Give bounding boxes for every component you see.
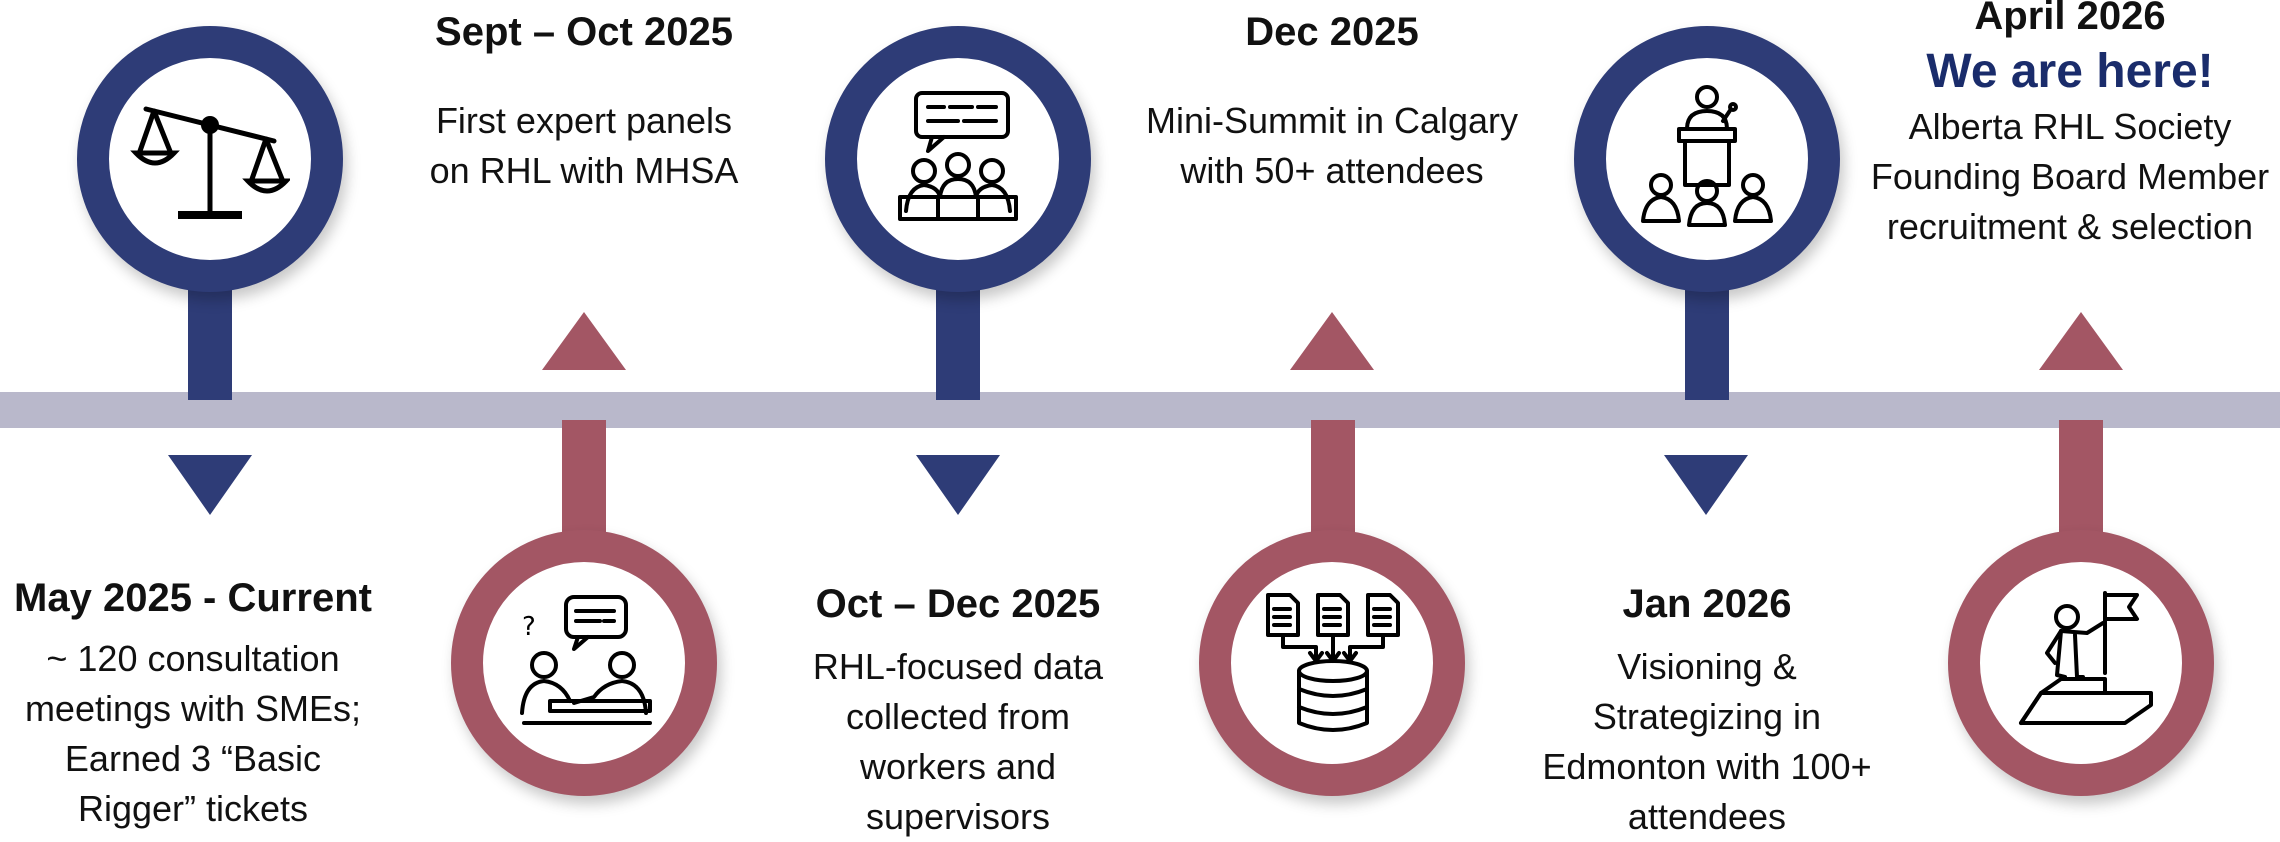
milestone-1-date: May 2025 - Current <box>14 576 372 620</box>
triangle-up-6 <box>2039 312 2123 370</box>
stem-3 <box>936 288 980 400</box>
milestone-4-ring <box>1199 530 1465 796</box>
milestone-5-description: Visioning & Strategizing in Edmonton wit… <box>1542 646 1872 837</box>
svg-text:?: ? <box>522 612 536 642</box>
triangle-up-2 <box>542 312 626 370</box>
stem-4 <box>1311 420 1355 538</box>
milestone-6-text: April 2026 We are here! Alberta RHL Soci… <box>1860 0 2280 252</box>
triangle-up-4 <box>1290 312 1374 370</box>
milestone-1-ring <box>77 26 343 292</box>
milestone-5-text: Jan 2026 Visioning & Strategizing in Edm… <box>1497 576 1917 842</box>
milestone-6-ring <box>1948 530 2214 796</box>
we-are-here-label: We are here! <box>1926 45 2214 98</box>
milestone-5-date: Jan 2026 <box>1622 582 1792 626</box>
milestone-2-ring: ? <box>451 530 717 796</box>
stem-6 <box>2059 420 2103 538</box>
scales-of-justice-icon <box>130 106 290 219</box>
stem-2 <box>562 420 606 538</box>
milestone-2-text: Sept – Oct 2025 First expert panels on R… <box>374 4 794 196</box>
milestone-3-text: Oct – Dec 2025 RHL-focused data collecte… <box>748 576 1168 842</box>
milestone-4-text: Dec 2025 Mini-Summit in Calgary with 50+… <box>1112 4 1552 196</box>
milestone-3-ring <box>825 26 1091 292</box>
stem-5 <box>1685 288 1729 400</box>
milestone-4-date: Dec 2025 <box>1245 10 1419 54</box>
milestone-6-date: April 2026 <box>1974 0 2166 38</box>
speaker-podium-icon <box>1641 85 1773 227</box>
milestone-3-date: Oct – Dec 2025 <box>815 582 1101 626</box>
milestone-6-description: Alberta RHL Society Founding Board Membe… <box>1870 106 2270 247</box>
stem-1 <box>188 288 232 400</box>
meeting-table-icon <box>898 91 1018 221</box>
milestone-4-description: Mini-Summit in Calgary with 50+ attendee… <box>1145 100 1519 191</box>
triangle-down-1 <box>168 455 252 515</box>
triangle-down-3 <box>916 455 1000 515</box>
milestone-3-description: RHL-focused data collected from workers … <box>812 646 1104 837</box>
milestone-1-description: ~ 120 consultation meetings with SMEs; E… <box>24 638 362 829</box>
documents-to-database-icon <box>1266 593 1400 732</box>
milestone-2-date: Sept – Oct 2025 <box>435 10 733 54</box>
milestone-5-ring <box>1574 26 1840 292</box>
summit-flag-icon <box>2019 591 2153 725</box>
timeline-rail <box>0 392 2280 428</box>
triangle-down-5 <box>1664 455 1748 515</box>
group-discussion-icon: ? <box>520 595 652 725</box>
milestone-1-text: May 2025 - Current ~ 120 consultation me… <box>0 570 386 834</box>
milestone-2-description: First expert panels on RHL with MHSA <box>429 100 739 191</box>
